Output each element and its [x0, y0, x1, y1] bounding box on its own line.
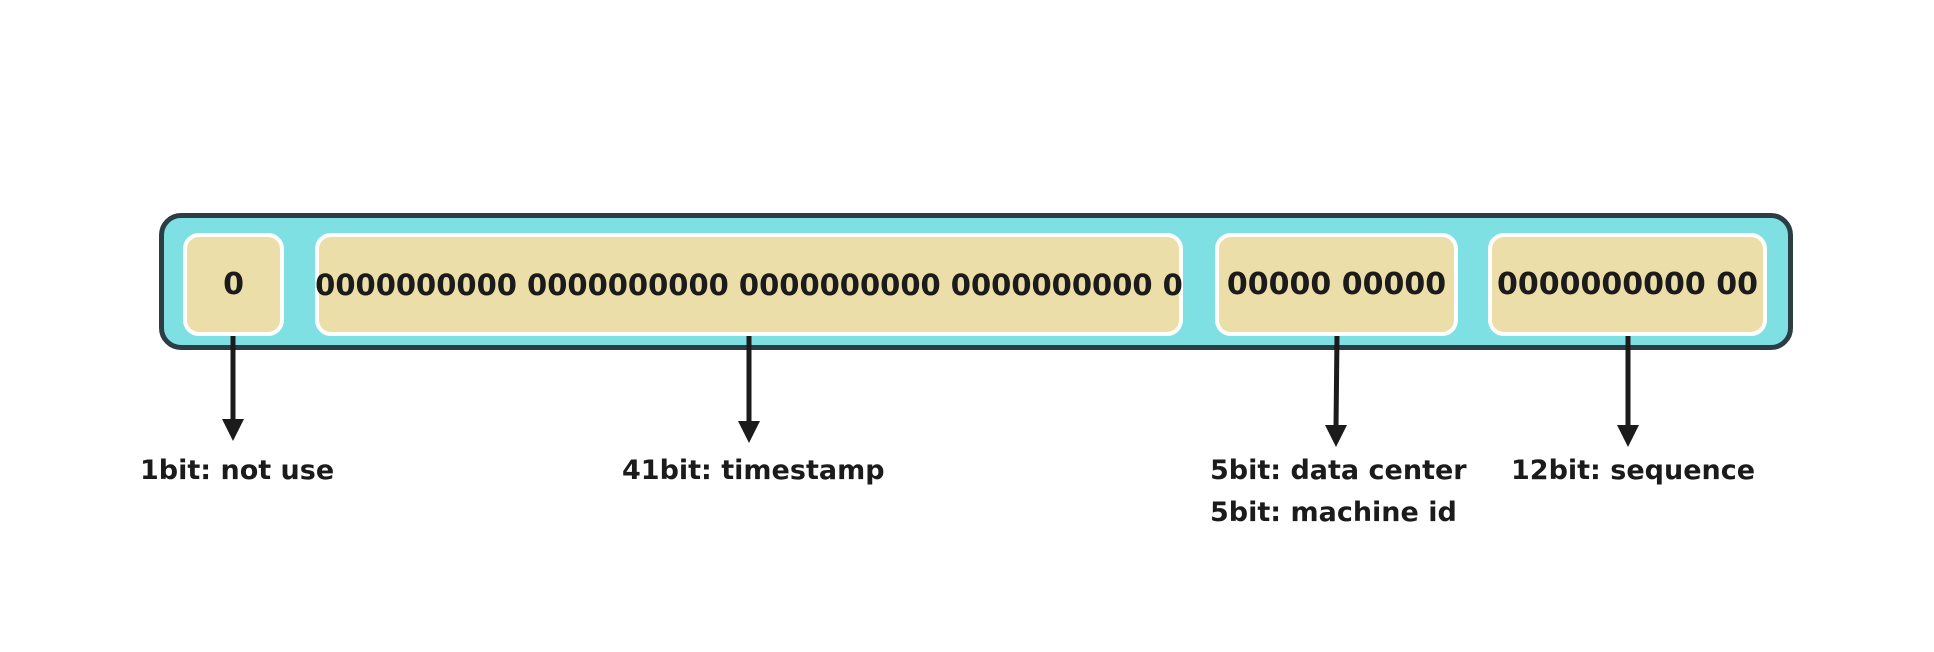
sign-bit-value: 0	[223, 267, 244, 302]
datacenter-machine-bits-value: 00000 00000	[1226, 267, 1447, 302]
sequence-label-line: 12bit: sequence	[1511, 455, 1756, 486]
datacenter-machine-label: 5bit: data center 5bit: machine id	[1210, 450, 1467, 534]
sequence-label: 12bit: sequence	[1511, 450, 1755, 492]
sign-bit-arrow-head	[222, 419, 244, 441]
datacenter-machine-segment: 00000 00000	[1215, 233, 1458, 336]
timestamp-arrow-head	[738, 421, 760, 443]
timestamp-segment: 0000000000 0000000000 0000000000 0000000…	[315, 233, 1183, 336]
timestamp-label: 41bit: timestamp	[622, 450, 885, 492]
machine-id-label-line: 5bit: machine id	[1210, 497, 1457, 528]
sign-bit-label: 1bit: not use	[140, 450, 334, 492]
sign-bit-label-line: 1bit: not use	[140, 455, 335, 486]
sequence-arrow-head	[1617, 425, 1639, 447]
sequence-segment: 0000000000 00	[1488, 233, 1767, 336]
sign-bit-segment: 0	[183, 233, 284, 336]
timestamp-label-line: 41bit: timestamp	[622, 455, 885, 486]
datacenter-label-line: 5bit: data center	[1210, 455, 1467, 486]
datacenter-machine-arrow-shaft	[1333, 335, 1340, 429]
datacenter-machine-arrow-head	[1325, 425, 1347, 447]
timestamp-bits-value: 0000000000 0000000000 0000000000 0000000…	[315, 267, 1183, 302]
sequence-bits-value: 0000000000 00	[1497, 267, 1758, 302]
